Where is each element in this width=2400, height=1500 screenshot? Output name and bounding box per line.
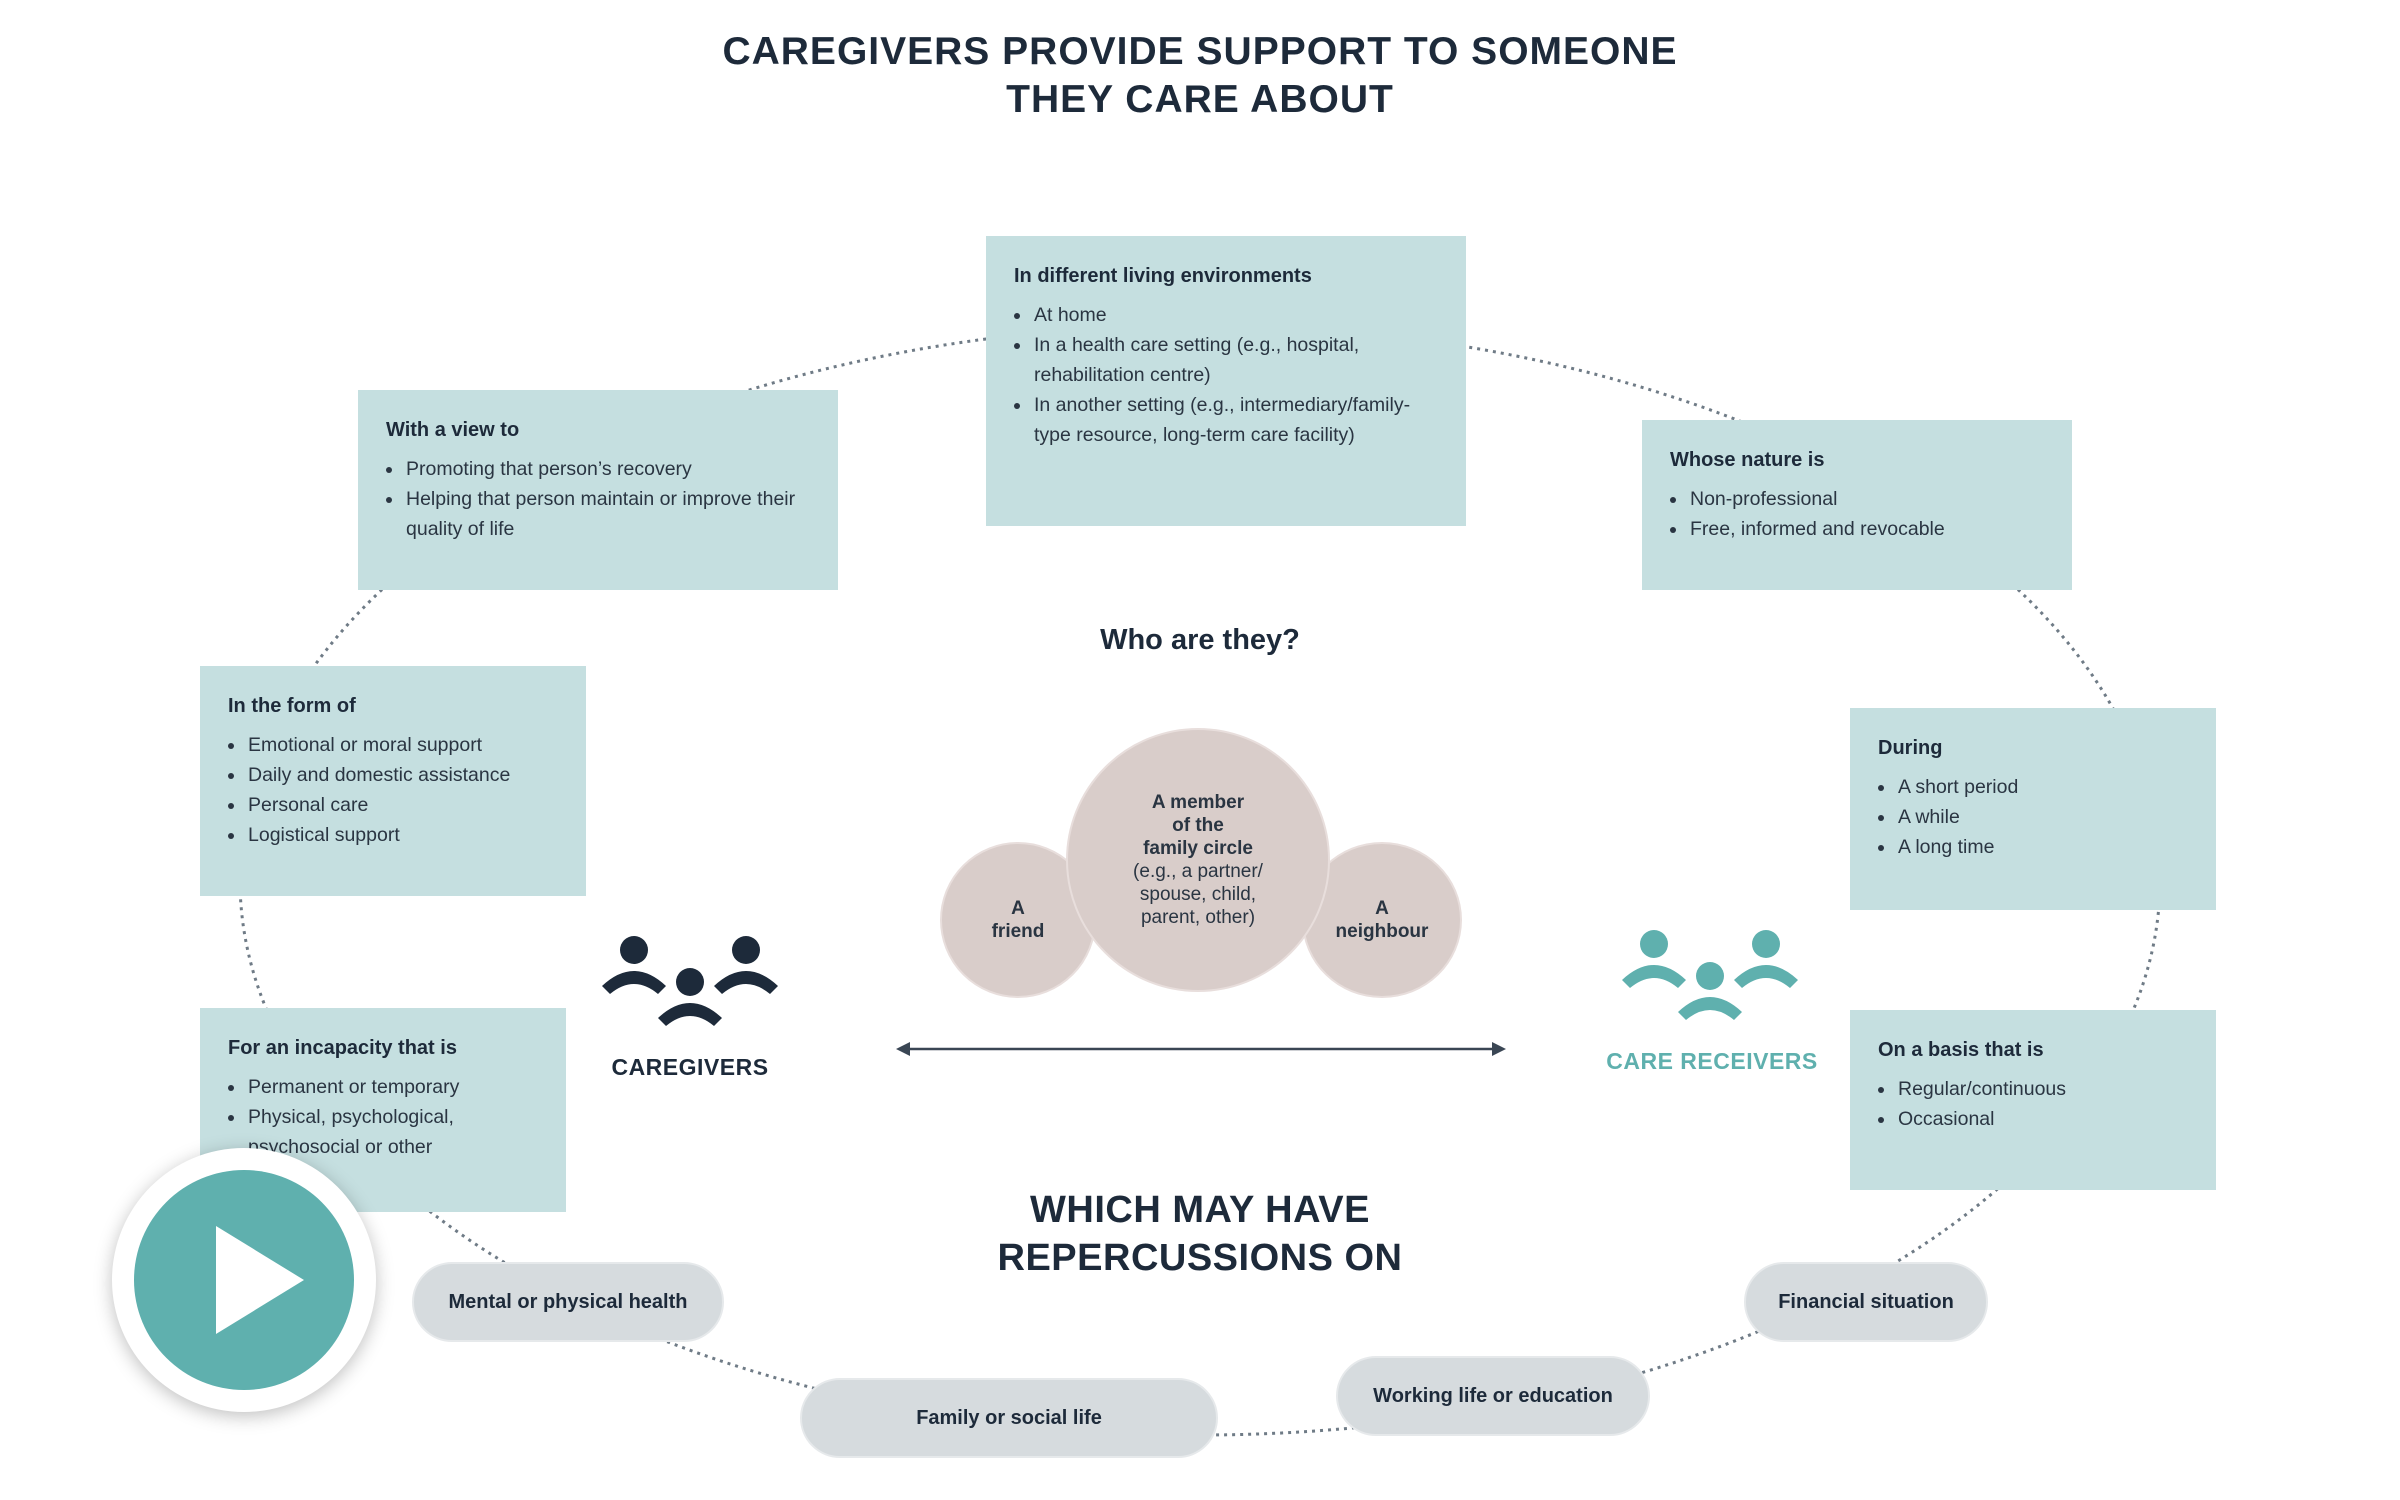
who-are-they-question: Who are they? [1100,624,1300,656]
diagram-title: CAREGIVERS PROVIDE SUPPORT TO SOMEONE TH… [0,28,2400,124]
list-item: Physical, psychological, psychosocial or… [246,1102,538,1162]
caregivers-people-icon [602,936,778,1026]
box-during: During A short period A while A long tim… [1850,708,2216,910]
box-heading: For an incapacity that is [228,1037,457,1059]
pill-mental-physical-health: Mental or physical health [412,1262,724,1342]
list-item: Promoting that person’s recovery [404,454,810,484]
repercussions-line-2: REPERCUSSIONS ON [997,1237,1403,1279]
list-item: Logistical support [246,820,558,850]
list-item: Daily and domestic assistance [246,760,558,790]
box-with-a-view-to: With a view to Promoting that person’s r… [358,390,838,590]
bubble-family-detail2: spouse, child, [1139,884,1257,905]
bubble-family-member: A member of the family circle (e.g., a p… [1066,728,1330,992]
list-item: Helping that person maintain or improve … [404,484,810,544]
list-item: At home [1032,300,1438,330]
list-item: A short period [1896,772,2188,802]
list-item: Non-professional [1688,484,2044,514]
double-arrow [896,1042,1506,1056]
bubble-family-line2: of the [1172,815,1224,836]
list-item: Free, informed and revocable [1688,514,2044,544]
list-item: In another setting (e.g., intermediary/f… [1032,390,1438,450]
box-in-the-form-of: In the form of Emotional or moral suppor… [200,666,586,896]
box-heading: In the form of [228,695,356,717]
list-item: Occasional [1896,1104,2188,1134]
title-line-1: CAREGIVERS PROVIDE SUPPORT TO SOMEONE [722,30,1678,73]
pill-family-social-life: Family or social life [800,1378,1218,1458]
bubble-family-line3: family circle [1143,838,1253,859]
box-incapacity: For an incapacity that is Permanent or t… [200,1008,566,1212]
bubble-neighbour-line2: neighbour [1335,921,1429,942]
list-item: Regular/continuous [1896,1074,2188,1104]
repercussions-line-1: WHICH MAY HAVE [1030,1189,1370,1231]
title-line-2: THEY CARE ABOUT [1006,78,1394,121]
list-item: A while [1896,802,2188,832]
box-on-a-basis: On a basis that is Regular/continuous Oc… [1850,1010,2216,1190]
pill-financial-situation: Financial situation [1744,1262,1988,1342]
bubble-friend-line2: friend [991,921,1045,942]
bubble-family-detail1: (e.g., a partner/ [1133,861,1263,882]
box-whose-nature-is: Whose nature is Non-professional Free, i… [1642,420,2072,590]
caregivers-label: CAREGIVERS [611,1054,769,1080]
repercussions-heading: WHICH MAY HAVE REPERCUSSIONS ON [0,1186,2400,1282]
bubble-neighbour-line1: A [1375,898,1389,919]
list-item: Permanent or temporary [246,1072,538,1102]
play-icon [216,1226,304,1334]
box-heading: Whose nature is [1670,449,1825,471]
list-item: In a health care setting (e.g., hospital… [1032,330,1438,390]
list-item: Personal care [246,790,558,820]
pill-working-life-education: Working life or education [1336,1356,1650,1436]
care-receivers-label: CARE RECEIVERS [1606,1048,1818,1074]
box-heading: On a basis that is [1878,1039,2044,1061]
bubble-family-line1: A member [1151,792,1245,813]
bubble-friend-line1: A [1011,898,1025,919]
care-receivers-people-icon [1622,930,1798,1020]
list-item: Emotional or moral support [246,730,558,760]
box-heading: In different living environments [1014,265,1312,287]
bubble-family-detail3: parent, other) [1140,907,1256,928]
play-button[interactable] [112,1148,376,1412]
box-living-environments: In different living environments At home… [986,236,1466,526]
box-heading: During [1878,737,1943,759]
list-item: A long time [1896,832,2188,862]
box-heading: With a view to [386,419,520,441]
